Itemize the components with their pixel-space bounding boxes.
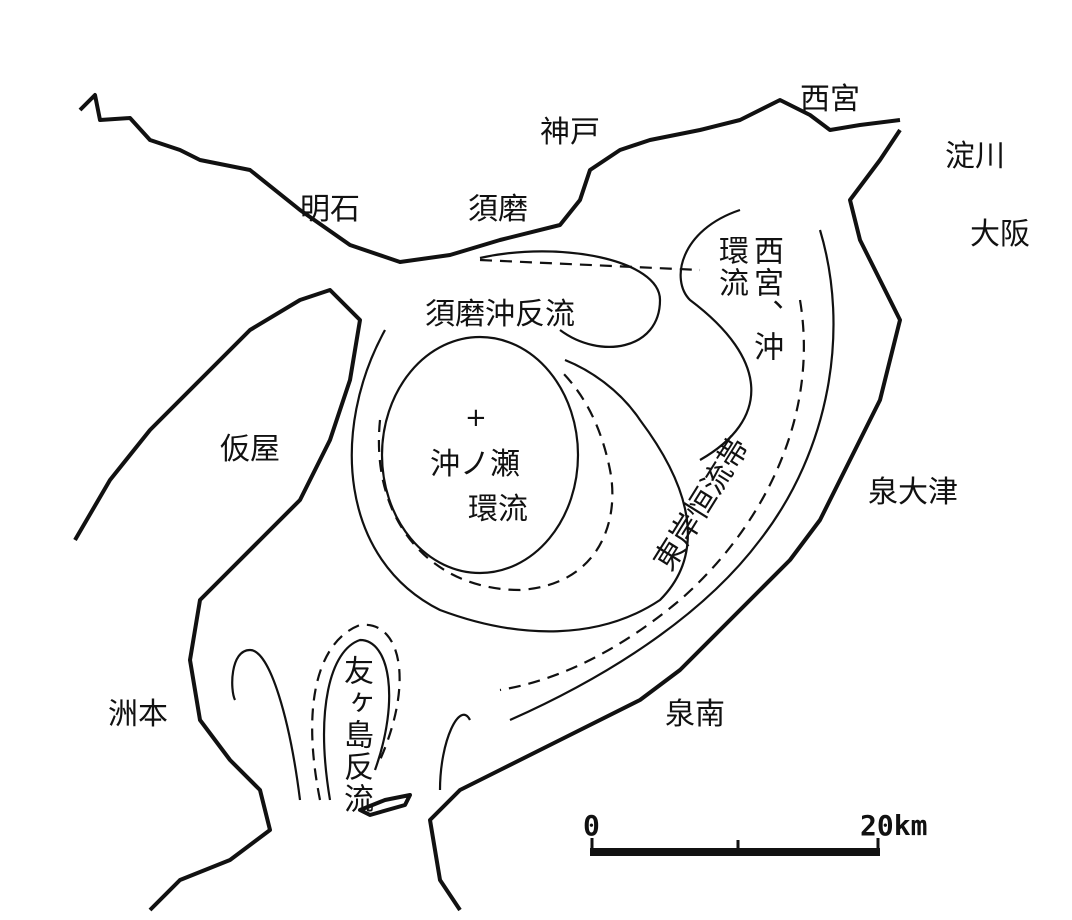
label-nishinomiya-gyre-1: 西宮、沖 [748, 235, 783, 363]
tomogashima-flow [323, 638, 391, 801]
label-nishinomiya: 西宮 [800, 82, 860, 117]
label-okinose-1: 沖ノ瀬 [430, 447, 520, 482]
label-okinose-2: 環流 [468, 492, 528, 527]
outer-gyre [350, 329, 689, 633]
label-suma: 須磨 [468, 192, 528, 227]
awaji-coastline [73, 288, 362, 912]
label-suma-counter-current: 須磨沖反流 [425, 297, 575, 332]
east-coastline [428, 128, 902, 912]
tomogashima-island [358, 793, 412, 817]
label-sumoto: 洲本 [108, 697, 168, 732]
label-kobe: 神戸 [540, 115, 600, 150]
strait-flow [438, 713, 471, 791]
suma-dashed [479, 258, 701, 272]
scale-bar [590, 848, 880, 856]
tomogashima-dashed [311, 623, 401, 801]
center-marker: + [465, 403, 487, 433]
scale-start: 0 [583, 809, 600, 842]
okinose-gyre [380, 335, 580, 575]
label-kariya: 仮屋 [220, 432, 280, 467]
nishinomiya-gyre [679, 208, 753, 461]
label-akashi: 明石 [300, 192, 360, 227]
label-nishinomiya-gyre-2: 環流 [713, 235, 748, 299]
label-tomogashima-counter-current: 友ヶ島反流 [338, 655, 373, 815]
sumoto-eddy [231, 648, 302, 801]
east-coast-dashed [499, 299, 805, 692]
east-coast-current [509, 229, 835, 722]
north-coastline [78, 93, 901, 264]
label-yodogawa: 淀川 [945, 139, 1005, 174]
suma-counter-current [479, 250, 662, 348]
label-izumiotsu: 泉大津 [868, 475, 958, 510]
scale-end: 20km [860, 809, 928, 842]
okinose-gyre-dashed [377, 369, 614, 592]
label-sennan: 泉南 [665, 697, 725, 732]
label-osaka: 大阪 [970, 217, 1030, 252]
